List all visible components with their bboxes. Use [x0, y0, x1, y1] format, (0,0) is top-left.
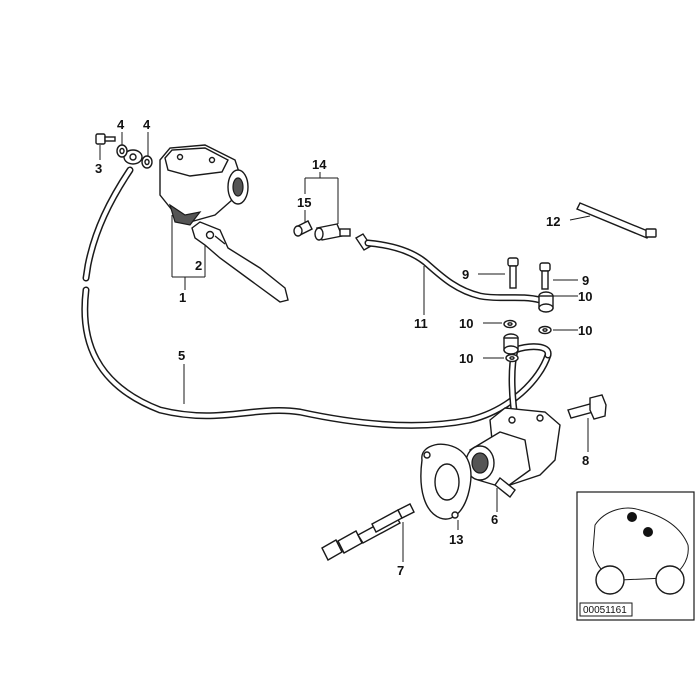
inset-thumbnail: 00051161 — [576, 491, 695, 621]
sealing-washer-right — [141, 155, 153, 169]
marker-dot-lower — [643, 527, 653, 537]
label-15: 15 — [297, 195, 311, 210]
banjo-bolt — [95, 133, 116, 145]
label-14: 14 — [312, 157, 327, 172]
callout-numbers: 1 2 3 4 4 5 6 7 8 9 9 10 10 10 10 11 12 … — [95, 117, 592, 578]
spacer-left — [503, 333, 519, 355]
push-rod — [321, 503, 415, 561]
slave-cylinder-bolt — [567, 394, 607, 420]
label-5: 5 — [178, 348, 185, 363]
label-6: 6 — [491, 512, 498, 527]
reference-number: 00051161 — [583, 605, 627, 616]
clutch-master-cylinder — [159, 144, 249, 226]
label-10-right-bottom: 10 — [578, 323, 592, 338]
clutch-slave-cylinder — [465, 407, 561, 499]
label-1: 1 — [179, 290, 186, 305]
spacer-right-top — [538, 291, 554, 313]
sealing-washer-left — [116, 144, 128, 158]
label-4-left: 4 — [117, 117, 125, 132]
washer-left-top — [503, 319, 517, 329]
mounting-bolt-left — [507, 257, 519, 289]
label-2: 2 — [195, 258, 202, 273]
label-10-left-bottom: 10 — [459, 351, 473, 366]
gasket — [420, 443, 472, 520]
label-7: 7 — [397, 563, 404, 578]
clutch-lever — [191, 221, 289, 303]
leader-lines — [99, 132, 591, 562]
banjo-fitting — [123, 149, 143, 165]
marker-dot-upper — [627, 512, 637, 522]
bleed-nipple — [293, 220, 313, 237]
rigid-line — [355, 233, 544, 304]
label-8: 8 — [582, 453, 589, 468]
label-9-left: 9 — [462, 267, 469, 282]
washer-left-bottom — [505, 353, 519, 363]
cable-tie — [576, 202, 657, 239]
hose-union — [314, 223, 351, 241]
label-10-left-top: 10 — [459, 316, 473, 331]
label-4-right: 4 — [143, 117, 151, 132]
label-13: 13 — [449, 532, 463, 547]
label-3: 3 — [95, 161, 102, 176]
label-12: 12 — [546, 214, 560, 229]
label-10-right-top: 10 — [578, 289, 592, 304]
label-11: 11 — [414, 316, 428, 331]
washer-right-mid — [538, 325, 552, 335]
mounting-bolt-right — [539, 262, 551, 290]
label-9-right: 9 — [582, 273, 589, 288]
